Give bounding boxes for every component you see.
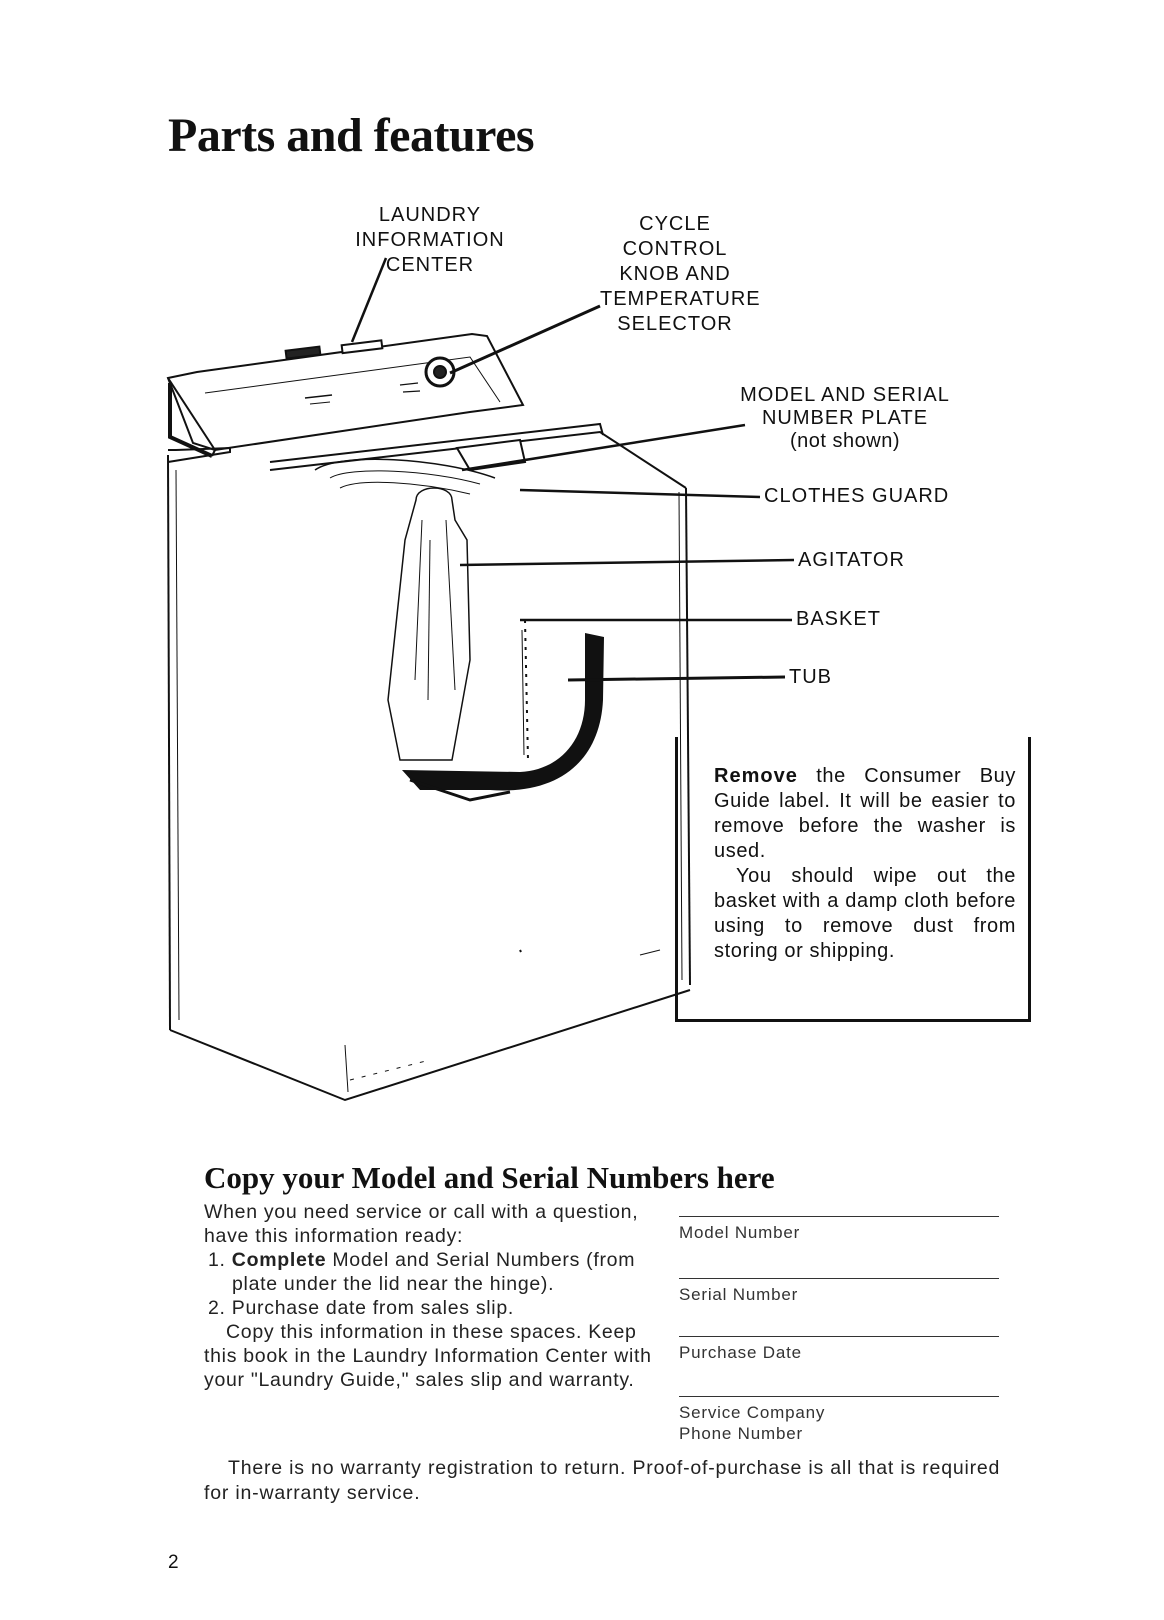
model-number-field: Model Number [679,1216,999,1243]
note-remove: Remove the Consumer Buy Guide label. It … [714,764,1016,864]
blank-line [679,1278,999,1279]
callout-line: KNOB AND [619,263,731,285]
callout-line: CYCLE [639,213,711,235]
model-number-label: Model Number [679,1223,801,1242]
callout-line: SELECTOR [617,313,733,335]
callout-line: INFORMATION [355,229,505,251]
warranty-text: There is no warranty registration to ret… [204,1457,1001,1504]
step-bold: Complete [231,1249,327,1271]
blank-line [679,1336,999,1337]
note-remove-bold: Remove [714,765,798,787]
callout-cycle-control: CYCLE CONTROL KNOB AND TEMPERATURE SELEC… [600,212,761,337]
callout-line: CENTER [385,254,475,276]
callout-laundry-info: LAUNDRY INFORMATION CENTER [350,203,510,278]
copy-info: Copy this information in these spaces. K… [204,1321,652,1391]
copy-intro: When you need service or call with a que… [204,1201,639,1247]
serial-number-field: Serial Number [679,1278,999,1305]
copy-heading: Copy your Model and Serial Numbers here [204,1160,775,1195]
note-text: Remove the Consumer Buy Guide label. It … [714,764,1016,964]
note-box [675,737,1031,1022]
step-number: 1. [208,1249,226,1271]
callout-model-serial: MODEL AND SERIAL NUMBER PLATE (not shown… [730,384,960,453]
warranty-note: There is no warranty registration to ret… [204,1456,1004,1506]
callout-line: (not shown) [790,430,900,452]
step-text: Purchase date from sales slip. [231,1297,514,1319]
blank-line [679,1216,999,1217]
callout-line: CONTROL [622,238,728,260]
copy-instructions: When you need service or call with a que… [204,1200,656,1392]
step-text: Model and Serial Numbers (from plate und… [232,1249,636,1295]
page-number: 2 [168,1552,179,1573]
step-number: 2. [208,1297,226,1319]
blank-line [679,1396,999,1397]
purchase-date-label: Purchase Date [679,1343,802,1362]
callout-line: LAUNDRY [378,204,482,226]
phone-number-label: Phone Number [679,1424,803,1443]
callout-tub: TUB [789,666,832,688]
service-company-label: Service Company [679,1403,826,1422]
note-remove-text: the Consumer Buy Guide label. It will be… [714,765,1016,862]
callout-line: TEMPERATURE [600,288,761,310]
note-wipe: You should wipe out the basket with a da… [714,865,1016,962]
copy-step-2: 2. Purchase date from sales slip. [204,1296,656,1320]
copy-step-1: 1. Complete Model and Serial Numbers (fr… [204,1248,656,1296]
callout-clothes-guard: CLOTHES GUARD [764,485,950,507]
callout-basket: BASKET [796,608,881,630]
service-company-field: Service Company Phone Number [679,1396,999,1444]
serial-number-label: Serial Number [679,1285,799,1304]
page-title: Parts and features [168,109,535,162]
callout-line: MODEL AND SERIAL [740,384,950,406]
purchase-date-field: Purchase Date [679,1336,999,1363]
callout-agitator: AGITATOR [798,549,905,571]
callout-line: NUMBER PLATE [761,407,929,429]
